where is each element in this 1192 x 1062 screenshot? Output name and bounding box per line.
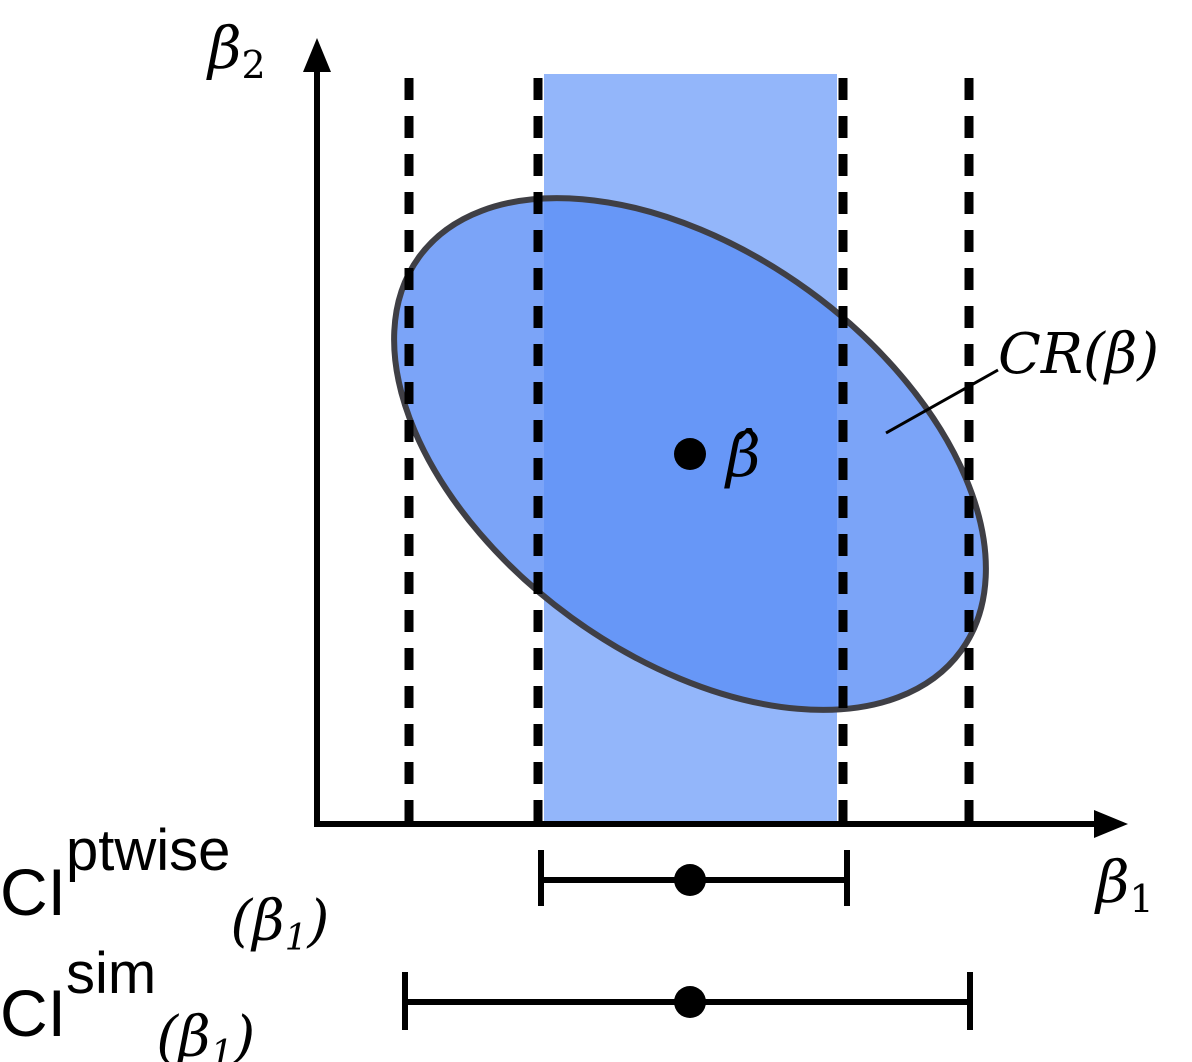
estimate-label: β̂ — [724, 421, 761, 491]
dashed-guides — [404, 78, 974, 824]
estimate-point — [674, 438, 706, 470]
y-axis-label: β2 — [206, 14, 266, 87]
sim-interval-label: CIsim(β1) — [0, 941, 255, 1062]
region-leader-line — [885, 368, 999, 435]
sim-interval-center — [674, 986, 706, 1018]
x-axis-arrowhead — [1094, 810, 1128, 838]
ptwise-interval-label: CIptwise(β1) — [0, 818, 329, 959]
region-label: CR(β) — [998, 322, 1159, 387]
x-axis-label: β1 — [1094, 848, 1154, 921]
ptwise-interval-center — [674, 864, 706, 896]
axes — [314, 62, 1102, 827]
y-axis-arrowhead — [303, 38, 331, 72]
